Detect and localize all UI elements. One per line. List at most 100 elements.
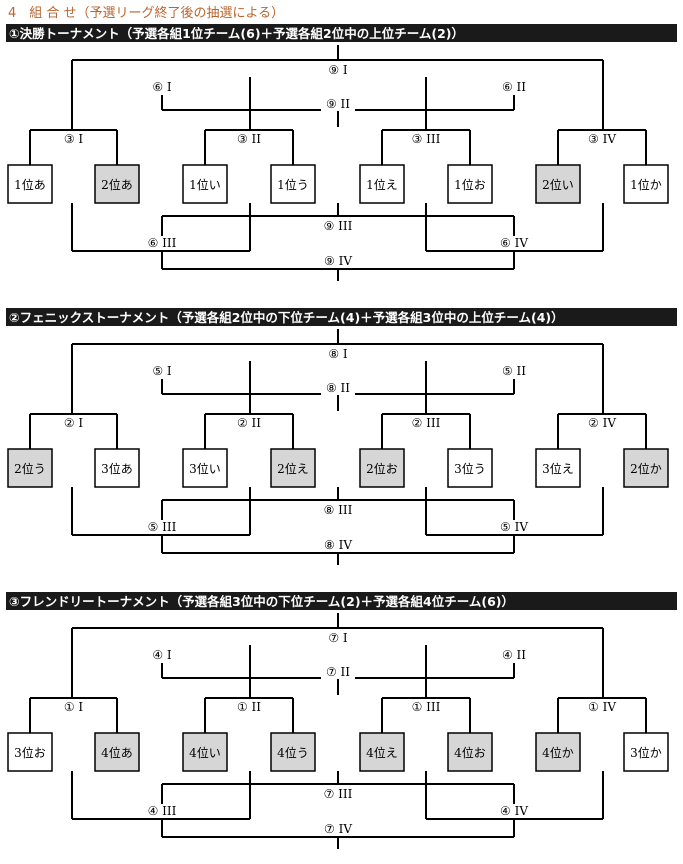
team-label: 1位お (454, 177, 486, 192)
match-label-bg (321, 254, 355, 268)
team-box (94, 448, 140, 488)
match-label-bg (321, 381, 355, 395)
match-label: ⑤ II (502, 364, 526, 378)
match-label: ⑦ III (324, 787, 353, 801)
match-label-bg (321, 219, 355, 233)
match-label-bg (585, 132, 619, 146)
match-label-bg (145, 804, 179, 818)
team-box (270, 448, 316, 488)
match-label: ⑧ IV (324, 538, 352, 552)
team-box (270, 732, 316, 772)
team-label: 2位い (542, 177, 574, 192)
team-box (94, 732, 140, 772)
team-label: 4位あ (101, 745, 133, 760)
match-label: ⑦ IV (324, 822, 352, 836)
team-label: 3位う (454, 461, 486, 476)
match-label-bg (321, 503, 355, 517)
match-label-bg (497, 364, 531, 378)
match-label: ② III (412, 416, 441, 430)
match-label-bg (321, 822, 355, 836)
team-box (623, 164, 669, 204)
match-label: ④ IV (500, 804, 528, 818)
team-label: 1位か (630, 177, 662, 192)
match-label-bg (409, 416, 443, 430)
section-title: ③フレンドリートーナメント（予選各組3位中の下位チーム(2)＋予選各組4位チーム… (9, 594, 514, 609)
match-label: ③ IV (588, 132, 616, 146)
match-label-bg (145, 80, 179, 94)
match-label-bg (145, 236, 179, 250)
match-label-bg (321, 347, 355, 361)
match-label: ① IV (588, 700, 616, 714)
team-box (359, 732, 405, 772)
match-label-bg (497, 804, 531, 818)
match-label: ⑤ IV (500, 520, 528, 534)
match-label-bg (497, 648, 531, 662)
match-label-bg (232, 416, 266, 430)
page-heading: 4 組 合 せ（予選リーグ終了後の抽選による） (8, 5, 284, 21)
match-label-bg (145, 648, 179, 662)
match-label: ⑦ II (326, 665, 350, 679)
match-label-bg (497, 520, 531, 534)
team-label: 4位う (277, 745, 309, 760)
match-label: ① II (237, 700, 261, 714)
team-label: 3位お (14, 745, 46, 760)
team-box (359, 164, 405, 204)
tournament-section: ②フェニックストーナメント（予選各組2位中の下位チーム(4)＋予選各組3位中の上… (6, 308, 677, 565)
tournament-section: ③フレンドリートーナメント（予選各組3位中の下位チーム(2)＋予選各組4位チーム… (6, 592, 677, 849)
section-title-bar (6, 24, 677, 42)
match-label-bg (409, 132, 443, 146)
team-box (623, 448, 669, 488)
match-label-bg (321, 787, 355, 801)
team-label: 2位う (14, 461, 46, 476)
team-box (7, 448, 53, 488)
match-label-bg (56, 416, 91, 430)
match-label: ⑤ I (152, 364, 172, 378)
team-label: 1位い (189, 177, 221, 192)
match-label: ⑥ I (152, 80, 172, 94)
match-label: ④ III (148, 804, 177, 818)
match-label-bg (232, 132, 266, 146)
match-label: ④ I (152, 648, 172, 662)
match-label: ⑨ II (326, 97, 350, 111)
team-box (359, 448, 405, 488)
match-label-bg (56, 132, 91, 146)
match-label: ② IV (588, 416, 616, 430)
tournament-section: ①決勝トーナメント（予選各組1位チーム(6)＋予選各組2位中の上位チーム(2)）… (6, 24, 677, 281)
team-label: 1位え (366, 177, 398, 192)
match-label: ⑧ III (324, 503, 353, 517)
team-label: 1位あ (14, 177, 46, 192)
match-label: ⑨ IV (324, 254, 352, 268)
team-label: 3位え (542, 461, 574, 476)
match-label-bg (145, 520, 179, 534)
team-label: 4位え (366, 745, 398, 760)
match-label-bg (585, 416, 619, 430)
match-label-bg (497, 80, 531, 94)
match-label-bg (585, 700, 619, 714)
section-title: ②フェニックストーナメント（予選各組2位中の下位チーム(4)＋予選各組3位中の上… (9, 310, 564, 325)
match-label: ⑥ III (148, 236, 177, 250)
team-box (447, 732, 493, 772)
match-label: ⑥ IV (500, 236, 528, 250)
match-label: ④ II (502, 648, 526, 662)
team-label: 2位え (277, 461, 309, 476)
match-label: ⑧ II (326, 381, 350, 395)
match-label: ③ I (64, 132, 84, 146)
match-label-bg (145, 364, 179, 378)
match-label-bg (497, 236, 531, 250)
match-label: ⑥ II (502, 80, 526, 94)
team-box (447, 164, 493, 204)
team-label: 3位い (189, 461, 221, 476)
team-label: 2位お (366, 461, 398, 476)
team-box (7, 164, 53, 204)
match-label-bg (321, 631, 355, 645)
team-label: 3位か (630, 745, 662, 760)
team-box (535, 164, 581, 204)
match-label: ① I (64, 700, 84, 714)
match-label-bg (321, 538, 355, 552)
team-label: 4位い (189, 745, 221, 760)
section-title-bar (6, 592, 677, 610)
match-label-bg (232, 700, 266, 714)
section-title-bar (6, 308, 677, 326)
match-label: ② II (237, 416, 261, 430)
